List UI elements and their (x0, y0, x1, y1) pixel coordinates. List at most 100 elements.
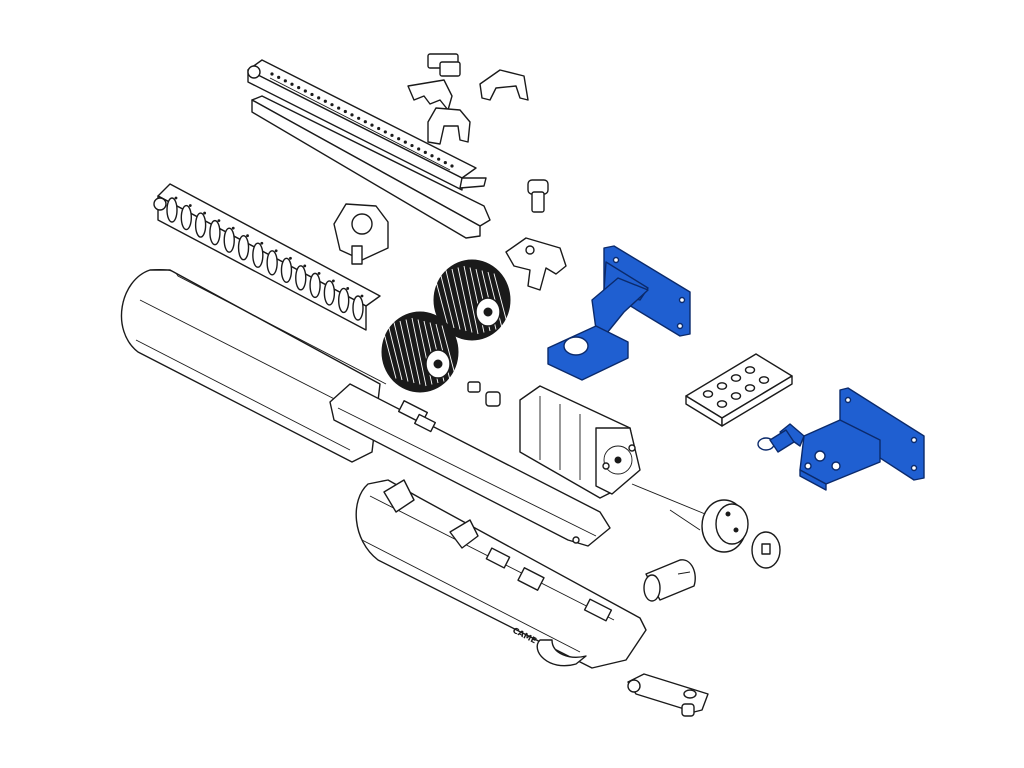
gear-ridge (433, 273, 449, 327)
gear-bottom (381, 311, 459, 393)
rack-tooth-hole (303, 264, 307, 268)
top-rack-holes (270, 72, 454, 168)
rack-tooth (237, 234, 250, 261)
gear-ridge (441, 325, 457, 379)
rack-hole (403, 140, 407, 144)
rack-tooth-hole (188, 204, 192, 207)
gear-ridge (457, 267, 473, 333)
lower-cover (329, 383, 611, 547)
rack-tooth (295, 265, 307, 291)
bracket-right (757, 387, 925, 491)
gear-ridge (381, 325, 397, 379)
rack-tooth (266, 250, 278, 276)
capacitor (643, 559, 696, 602)
release-lever (627, 673, 709, 717)
rack-hole (277, 75, 281, 80)
base-housing: CAME (355, 479, 647, 669)
rack-tooth (166, 197, 178, 223)
rack-hole (450, 164, 454, 168)
gear-holder (333, 203, 389, 265)
rack-hole (310, 92, 314, 97)
rack-hole (337, 106, 341, 110)
rack-hole (370, 123, 374, 127)
rack-hole (303, 89, 307, 93)
rack-tooth (323, 280, 336, 306)
upper-rack-roller (153, 183, 381, 331)
rack-hole (410, 143, 414, 148)
remote-button (716, 382, 728, 390)
rack-hole (437, 157, 441, 161)
rack-hole (343, 109, 347, 114)
rack-hole (283, 79, 287, 83)
rack-tooth-hole (274, 249, 278, 253)
remote-button (744, 384, 756, 392)
gear-ridge (405, 319, 421, 385)
small-connector (467, 381, 501, 407)
rack-hole (417, 147, 421, 151)
gear-ridge (445, 270, 461, 330)
gear-top (433, 259, 511, 341)
rack-tooth (252, 242, 264, 268)
rack-hole (323, 99, 327, 103)
rack-teeth (166, 196, 364, 321)
rack-hole (270, 72, 274, 76)
rack-tooth-hole (289, 256, 292, 260)
gear-ridge (439, 271, 455, 329)
rack-tooth (194, 212, 207, 238)
gear-ridge (463, 265, 479, 335)
rack-tooth-hole (217, 219, 221, 223)
rack-hole (397, 137, 401, 141)
motor (519, 385, 641, 499)
rack-hole (383, 130, 387, 134)
remote-button (758, 376, 770, 384)
rack-tooth-hole (203, 211, 207, 215)
rack-tooth-hole (360, 294, 364, 298)
rack-hole (423, 150, 427, 154)
rack-hole (363, 120, 367, 124)
gear-ridge (493, 273, 509, 327)
encoder-wire (631, 483, 711, 531)
rack-hole (317, 96, 321, 100)
screw-part (527, 179, 549, 213)
rack-hole (377, 126, 381, 131)
rack-hole (330, 103, 334, 107)
rack-tooth-hole (246, 234, 249, 238)
rack-hole (430, 154, 434, 158)
rack-tooth (337, 287, 350, 314)
remote-button (730, 374, 742, 382)
washer (751, 531, 781, 569)
rack-hole (443, 160, 447, 165)
remote-button (716, 400, 728, 408)
rack-hole (390, 133, 394, 137)
rack-tooth-hole (260, 241, 264, 245)
rack-hole (297, 86, 301, 90)
remote-control (685, 353, 793, 427)
rack-tooth-hole (317, 271, 321, 275)
gear-ridge (393, 322, 409, 382)
rack-tooth (280, 257, 293, 284)
main-cover (120, 269, 387, 463)
encoder-disc (701, 499, 749, 553)
rack-tooth (309, 272, 321, 299)
gear-ridge (411, 317, 427, 387)
rack-tooth-hole (231, 226, 235, 230)
rack-tooth (180, 204, 193, 231)
rack-tooth (352, 295, 364, 321)
gear-ridge (399, 320, 415, 384)
rack-hole (357, 116, 361, 120)
remote-button (702, 390, 714, 398)
gear-ridge (451, 268, 467, 332)
remote-buttons (702, 366, 770, 408)
remote-button (730, 392, 742, 400)
rack-hole (290, 82, 294, 86)
rack-tooth-hole (174, 196, 178, 200)
rack-hole (350, 113, 354, 117)
gear-ridge (387, 323, 403, 381)
clip-set (407, 53, 529, 145)
rack-tooth (223, 227, 235, 253)
bracket-left (547, 245, 691, 381)
remote-button (744, 366, 756, 374)
limit-switch-clip (505, 237, 567, 291)
